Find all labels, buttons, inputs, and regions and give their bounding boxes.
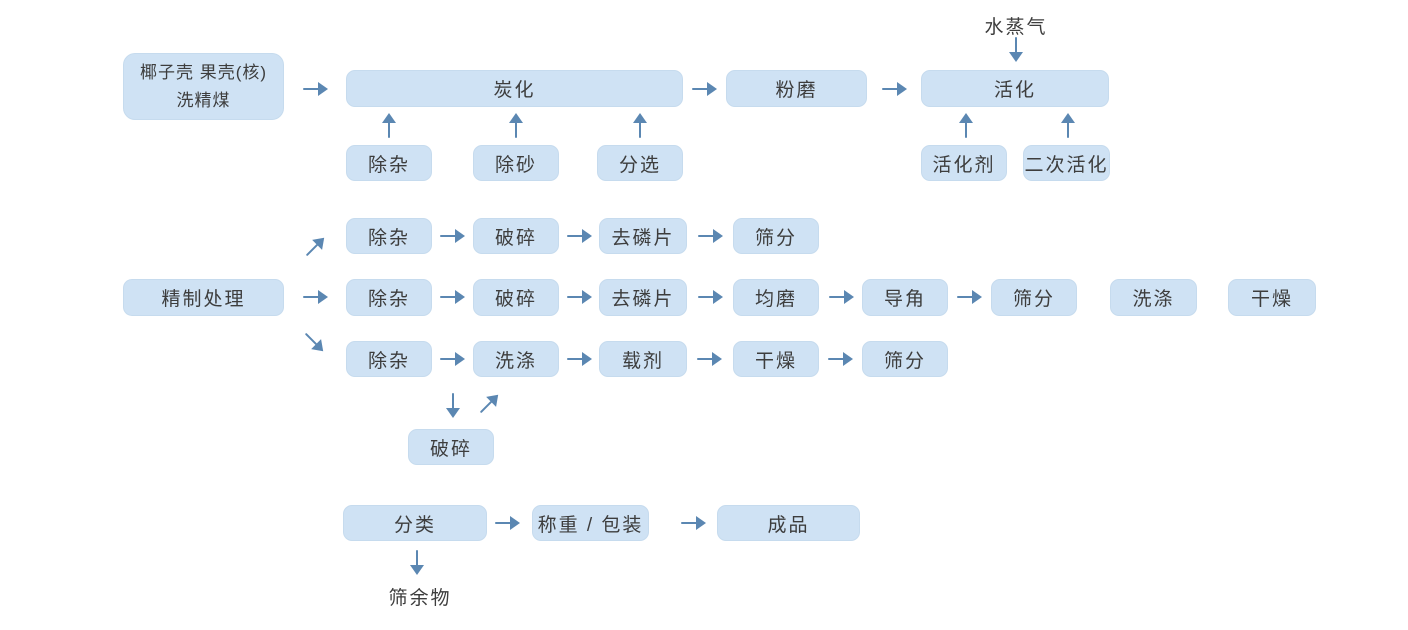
arrow-up-icon	[1061, 113, 1075, 139]
arrow-up-icon	[509, 113, 523, 139]
arrow-right-icon	[566, 229, 592, 243]
arrow-right-icon	[696, 352, 722, 366]
node-row1-impurity-removal: 除杂	[346, 218, 432, 254]
arrow-right-icon	[697, 229, 723, 243]
node-activate: 活化	[921, 70, 1109, 107]
node-raw-material-line1: 椰子壳 果壳(核)	[139, 63, 268, 83]
node-row3-carrier: 载剂	[599, 341, 687, 377]
node-row1-sieving: 筛分	[733, 218, 819, 254]
arrow-right-icon	[494, 516, 520, 530]
arrow-right-icon	[566, 290, 592, 304]
arrow-up-icon	[633, 113, 647, 139]
arrow-down-icon	[1009, 36, 1023, 62]
node-grind: 粉磨	[726, 70, 867, 107]
node-activate-input-agent: 活化剂	[921, 145, 1007, 181]
node-row2-uniform-grinding: 均磨	[733, 279, 819, 316]
arrow-right-icon	[302, 290, 328, 304]
arrow-down-right-icon	[300, 328, 328, 356]
node-carbonize-input-sorting: 分选	[597, 145, 683, 181]
node-row1-crushing: 破碎	[473, 218, 559, 254]
node-activate-input-secondary: 二次活化	[1023, 145, 1110, 181]
arrow-right-icon	[828, 290, 854, 304]
arrow-up-right-icon	[475, 390, 503, 418]
node-finished-product: 成品	[717, 505, 860, 541]
node-row2-impurity-removal: 除杂	[346, 279, 432, 316]
arrow-right-icon	[439, 352, 465, 366]
node-raw-material: 椰子壳 果壳(核) 洗精煤	[123, 53, 284, 120]
node-classify: 分类	[343, 505, 487, 541]
node-row2-washing: 洗涤	[1110, 279, 1197, 316]
arrow-right-icon	[691, 82, 717, 96]
node-row3-impurity-removal: 除杂	[346, 341, 432, 377]
arrow-right-icon	[680, 516, 706, 530]
arrow-up-icon	[959, 113, 973, 139]
arrow-right-icon	[439, 229, 465, 243]
node-row2-sieving: 筛分	[991, 279, 1077, 316]
node-refining: 精制处理	[123, 279, 284, 316]
node-row3-sieving: 筛分	[862, 341, 948, 377]
node-carbonize-input-sand-removal: 除砂	[473, 145, 559, 181]
arrow-right-icon	[302, 82, 328, 96]
arrow-up-icon	[382, 113, 396, 139]
arrow-right-icon	[697, 290, 723, 304]
arrow-right-icon	[881, 82, 907, 96]
label-steam: 水蒸气	[984, 17, 1048, 38]
node-carbonize-input-impurity-removal: 除杂	[346, 145, 432, 181]
node-row1-deflaking: 去磷片	[599, 218, 687, 254]
node-row2-drying: 干燥	[1228, 279, 1316, 316]
node-row2-deflaking: 去磷片	[599, 279, 687, 316]
node-carbonize: 炭化	[346, 70, 683, 107]
node-row3-washing: 洗涤	[473, 341, 559, 377]
arrow-down-icon	[410, 549, 424, 575]
arrow-right-icon	[566, 352, 592, 366]
node-row2-edge-rounding: 导角	[862, 279, 948, 316]
arrow-right-icon	[439, 290, 465, 304]
node-raw-material-line2: 洗精煤	[176, 90, 231, 110]
label-sieve-residue: 筛余物	[388, 588, 452, 609]
arrow-up-right-icon	[301, 233, 329, 261]
arrow-right-icon	[956, 290, 982, 304]
arrow-right-icon	[827, 352, 853, 366]
node-recrush: 破碎	[408, 429, 494, 465]
node-row3-drying: 干燥	[733, 341, 819, 377]
arrow-down-icon	[446, 392, 460, 418]
node-row2-crushing: 破碎	[473, 279, 559, 316]
node-weigh-pack: 称重 / 包装	[532, 505, 649, 541]
